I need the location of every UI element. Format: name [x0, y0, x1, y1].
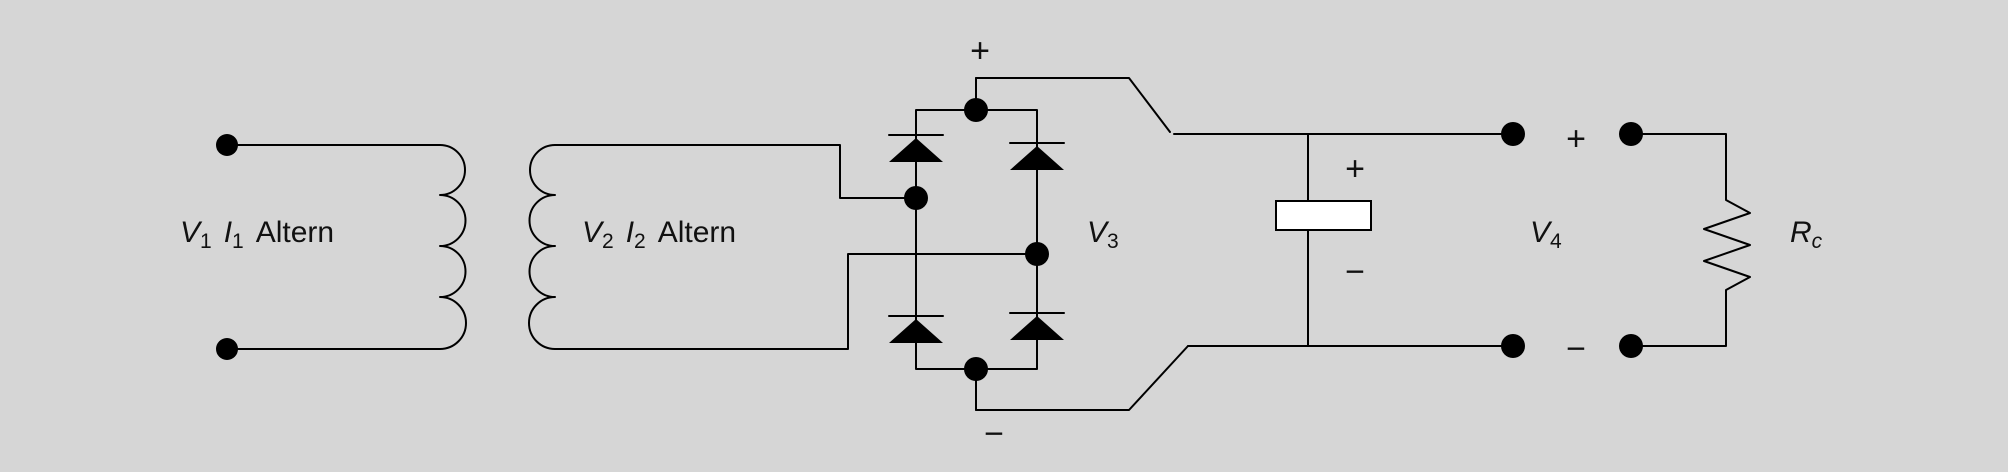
bridge-rectifier	[888, 77, 1065, 411]
diode-d3	[888, 315, 944, 343]
switch-bottom	[975, 345, 1189, 411]
diode-d1	[888, 134, 944, 162]
output-terminal-bottom	[1501, 334, 1525, 358]
load-resistor	[1630, 133, 1751, 347]
bridge-node-right	[1025, 242, 1049, 266]
primary-coil	[439, 144, 467, 350]
output-plus-sign: +	[1566, 120, 1586, 158]
output-terminal-top	[1501, 122, 1525, 146]
rc-label: Rc	[1790, 216, 1823, 253]
transformer-secondary	[528, 144, 1038, 350]
bridge-node-left	[904, 186, 928, 210]
primary-terminal-bottom	[216, 338, 238, 360]
bridge-node-bottom	[964, 357, 988, 381]
secondary-coil	[528, 144, 556, 350]
v3-label: V3	[1087, 216, 1119, 253]
switch-top	[975, 77, 1171, 133]
transformer-primary	[216, 134, 467, 360]
capacitor-plus-sign: +	[1345, 150, 1365, 188]
output-rails	[975, 77, 1514, 411]
diode-d4	[1009, 312, 1065, 340]
diode-d2	[1009, 142, 1065, 170]
filter-capacitor	[1275, 133, 1372, 347]
output-minus-sign: −	[1566, 330, 1586, 368]
bridge-node-top	[964, 98, 988, 122]
capacitor-minus-sign: −	[1345, 253, 1365, 291]
capacitor-body	[1275, 200, 1372, 231]
primary-terminal-top	[216, 134, 238, 156]
v4-label: V4	[1530, 216, 1562, 253]
bridge-plus-sign: +	[970, 32, 990, 70]
bridge-minus-sign: −	[984, 415, 1004, 453]
